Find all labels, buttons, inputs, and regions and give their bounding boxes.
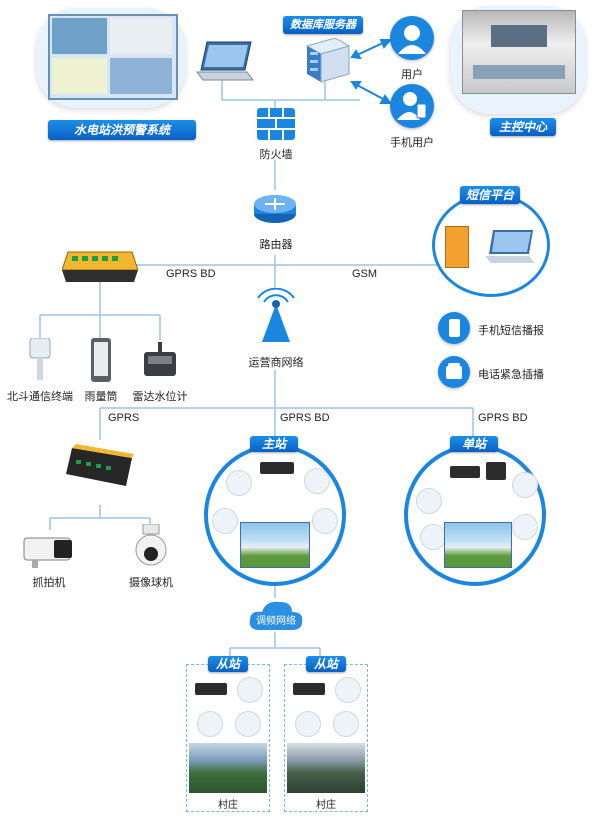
system-label: 水电站洪预警系统 (48, 120, 196, 140)
sub-station-1-label: 从站 (208, 656, 248, 672)
rain-gauge-icon (90, 338, 112, 382)
single-box-icon (486, 462, 506, 480)
village-1-label: 村庄 (218, 800, 238, 811)
main-receiver-icon (260, 462, 294, 474)
laptop-icon (195, 40, 255, 84)
control-center-panel (450, 6, 586, 114)
radio-network-label: 调频网络 (256, 616, 296, 627)
snapshot-label: 抓拍机 (32, 577, 66, 589)
main-station-label: 主站 (250, 436, 298, 452)
sms-platform-label: 短信平台 (460, 186, 520, 204)
main-station-circle (204, 444, 346, 586)
monitor-screen (48, 14, 178, 100)
gprs-label: GPRS (108, 412, 140, 424)
main-speaker-icon (312, 508, 338, 534)
sub1-sensor-icon (237, 677, 263, 703)
gsm-label: GSM (352, 268, 378, 280)
mobile-user-icon (390, 84, 434, 128)
snapshot-camera-icon (22, 532, 76, 568)
db-server-label: 数据库服务器 (283, 16, 363, 34)
sms-modem-icon (445, 226, 469, 268)
village-2-label: 村庄 (316, 800, 336, 811)
main-console-icon (226, 470, 252, 496)
rain-gauge-label: 雨量筒 (84, 391, 118, 403)
main-alarm-icon (212, 508, 238, 534)
single-sensor-icon (512, 472, 538, 498)
radar-level-icon (142, 342, 178, 378)
gprs-bd-right-label: GPRS BD (478, 412, 528, 424)
sms-broadcast-icon (438, 312, 470, 344)
single-station-label: 单站 (450, 436, 498, 452)
sub2-receiver-icon (293, 683, 325, 695)
phone-broadcast-icon (438, 356, 470, 388)
tower-icon (254, 287, 298, 344)
mobile-user-label: 手机用户 (390, 137, 434, 149)
sub-station-2-box (284, 664, 368, 812)
system-panel (36, 8, 186, 108)
firewall-label: 防火墙 (259, 149, 293, 161)
user-icon (390, 16, 434, 60)
single-station-circle (404, 444, 546, 586)
router-label: 路由器 (259, 239, 293, 251)
beidou-label: 北斗通信终端 (7, 391, 73, 403)
sms-laptop-icon (485, 228, 535, 266)
beidou-terminal-icon (26, 337, 54, 382)
operator-network-label: 运营商网络 (248, 357, 304, 369)
sms-broadcast-label: 手机短信播报 (478, 325, 544, 337)
sms-platform-circle (432, 193, 550, 297)
control-center-label: 主控中心 (490, 118, 556, 136)
single-alarm-icon (420, 524, 446, 550)
dome-camera-icon (132, 523, 170, 568)
radar-level-label: 雷达水位计 (132, 391, 188, 403)
village-1-image (189, 743, 267, 793)
radio-network-cloud (246, 596, 306, 636)
sub1-speaker-icon (235, 711, 261, 737)
control-room-image (462, 10, 576, 94)
sub1-alarm-icon (197, 711, 223, 737)
sub-station-1-box (186, 664, 270, 812)
gprs-bd-mid-label: GPRS BD (280, 412, 330, 424)
server-icon (297, 37, 353, 84)
sub-station-2-label: 从站 (306, 656, 346, 672)
phone-broadcast-label: 电话紧急插播 (478, 369, 544, 381)
single-speaker-icon (512, 514, 538, 540)
sub2-speaker-icon (333, 711, 359, 737)
gprs-bd-left-label: GPRS BD (166, 268, 216, 280)
main-building-image (240, 522, 310, 568)
single-receiver-icon (450, 466, 480, 478)
single-console-icon (416, 488, 442, 514)
rtu-controller-icon (61, 248, 139, 286)
sub1-receiver-icon (195, 683, 227, 695)
main-sensor-icon (304, 468, 330, 494)
village-2-image (287, 743, 365, 793)
camera-controller-icon (62, 442, 138, 500)
sub2-alarm-icon (295, 711, 321, 737)
user-label: 用户 (401, 69, 423, 81)
single-building-image (444, 522, 512, 568)
firewall-icon (257, 108, 295, 140)
dome-label: 摄像球机 (129, 577, 173, 589)
sub2-sensor-icon (335, 677, 361, 703)
router-icon (253, 192, 297, 224)
